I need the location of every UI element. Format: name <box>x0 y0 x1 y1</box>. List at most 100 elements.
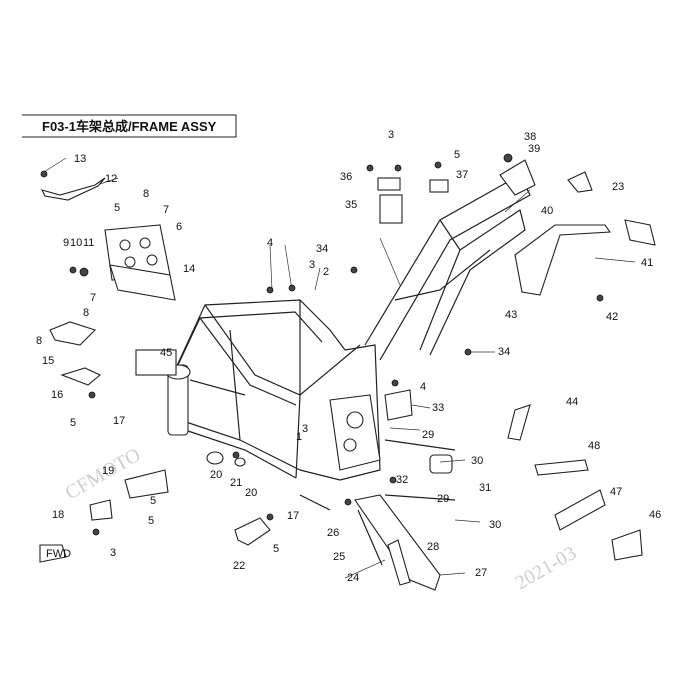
callout-4a: 4 <box>267 237 273 249</box>
callout-22: 22 <box>233 560 245 572</box>
fasteners <box>40 153 604 536</box>
part-33 <box>384 389 413 421</box>
callout-38: 38 <box>524 131 536 143</box>
callout-3c: 3 <box>302 423 308 435</box>
callout-24: 24 <box>347 572 359 584</box>
bracket-19 <box>124 469 169 499</box>
callout-5b: 5 <box>70 417 76 429</box>
plate-45 <box>135 349 177 376</box>
callout-43: 43 <box>505 309 517 321</box>
callout-40: 40 <box>541 205 553 217</box>
callout-47: 47 <box>610 486 622 498</box>
callout-36: 36 <box>340 171 352 183</box>
fwd-arrow <box>39 544 67 563</box>
callout-8b: 8 <box>83 307 89 319</box>
main-frame <box>165 299 381 481</box>
callout-28: 28 <box>427 541 439 553</box>
part-48 <box>534 459 589 476</box>
callout-labels: 13 12 8 5 7 6 9 10 11 14 7 8 8 15 16 5 1… <box>36 129 661 584</box>
callout-30b: 30 <box>489 519 501 531</box>
callout-5a: 5 <box>114 202 120 214</box>
part-37 <box>429 179 449 193</box>
callout-44: 44 <box>566 396 578 408</box>
part-47 <box>554 489 606 531</box>
callout-9: 9 <box>63 237 69 249</box>
callout-29a: 29 <box>422 429 434 441</box>
callout-17b: 17 <box>287 510 299 522</box>
callout-34b: 34 <box>498 346 510 358</box>
callout-5e: 5 <box>273 543 279 555</box>
callout-23: 23 <box>612 181 624 193</box>
part-23 <box>567 171 593 193</box>
callout-5f: 5 <box>454 149 460 161</box>
callout-15: 15 <box>42 355 54 367</box>
part-44 <box>507 404 531 441</box>
callout-42: 42 <box>606 311 618 323</box>
handle-41 <box>624 219 656 246</box>
bracket-15 <box>49 321 97 346</box>
title-box: F03-1车架总成/FRAME ASSY <box>22 114 237 138</box>
callout-14: 14 <box>183 263 195 275</box>
callout-3a: 3 <box>110 547 116 559</box>
part-35 <box>379 194 403 224</box>
page-title: F03-1车架总成/FRAME ASSY <box>42 119 217 134</box>
callout-8c: 8 <box>36 335 42 347</box>
callout-32: 32 <box>396 474 408 486</box>
bracket-16 <box>60 367 102 386</box>
callout-37: 37 <box>456 169 468 181</box>
callout-20a: 20 <box>210 469 222 481</box>
callout-13: 13 <box>74 153 86 165</box>
leader-lines <box>43 157 636 579</box>
bracket-22 <box>234 517 271 546</box>
callout-6: 6 <box>176 221 182 233</box>
callout-35: 35 <box>345 199 357 211</box>
callout-18: 18 <box>52 509 64 521</box>
callout-46: 46 <box>649 509 661 521</box>
fwd-label: FWD <box>46 548 71 560</box>
watermark-date: 2021-03 <box>512 542 581 594</box>
callout-20b: 20 <box>245 487 257 499</box>
spring-24 <box>387 539 411 586</box>
bracket-18 <box>89 499 113 521</box>
callout-8a: 8 <box>143 188 149 200</box>
callout-17a: 17 <box>113 415 125 427</box>
bracket-14 <box>109 264 176 301</box>
callout-3d: 3 <box>388 129 394 141</box>
left-parts <box>40 177 331 546</box>
callout-34a: 34 <box>316 243 328 255</box>
callout-16: 16 <box>51 389 63 401</box>
callout-33: 33 <box>432 402 444 414</box>
callout-30a: 30 <box>471 455 483 467</box>
callout-4b: 4 <box>420 381 426 393</box>
callout-25: 25 <box>333 551 345 563</box>
callout-19: 19 <box>102 465 114 477</box>
callout-7b: 7 <box>90 292 96 304</box>
callout-1: 1 <box>296 431 302 443</box>
callout-39: 39 <box>528 143 540 155</box>
rear-bracket-41 <box>514 224 612 296</box>
bracket-12 <box>40 177 106 201</box>
callout-26: 26 <box>327 527 339 539</box>
callout-45: 45 <box>160 347 172 359</box>
callout-27: 27 <box>475 567 487 579</box>
callout-10: 10 <box>70 237 82 249</box>
callout-31: 31 <box>479 482 491 494</box>
right-parts: FWD <box>39 171 656 591</box>
callout-12: 12 <box>105 173 117 185</box>
callout-41: 41 <box>641 257 653 269</box>
callout-7a: 7 <box>163 204 169 216</box>
watermark-layer: CFMOTO 2021-03 <box>62 444 581 595</box>
callout-21: 21 <box>230 477 242 489</box>
callout-5d: 5 <box>148 515 154 527</box>
callout-5c: 5 <box>150 495 156 507</box>
rear-subframe <box>364 159 536 361</box>
callout-29b: 29 <box>437 493 449 505</box>
part-36 <box>377 177 401 191</box>
callout-11: 11 <box>83 237 94 249</box>
callout-48: 48 <box>588 440 600 452</box>
callout-3b: 3 <box>309 259 315 271</box>
title-frame <box>22 114 237 138</box>
part-46 <box>611 529 643 561</box>
callout-2: 2 <box>323 266 329 278</box>
